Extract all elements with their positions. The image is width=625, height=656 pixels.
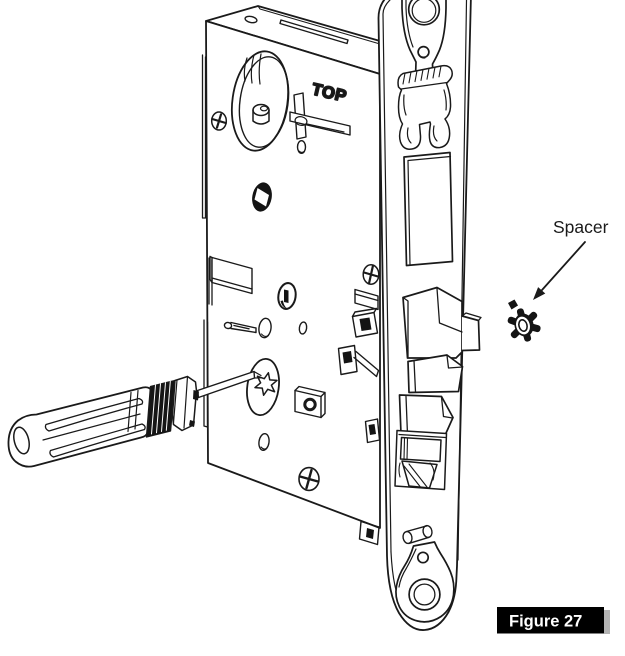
tab-box-1 xyxy=(351,307,379,338)
lever-hub xyxy=(230,50,290,152)
deadbolt-window xyxy=(394,429,448,491)
pivot-pin xyxy=(402,524,433,545)
case-slot-mid xyxy=(209,255,253,295)
mortise-lock-case: TOP xyxy=(201,5,381,529)
tab-bracket-bottom xyxy=(358,520,380,546)
faceplate-parts xyxy=(394,0,482,623)
top-mounting-hole xyxy=(407,0,441,26)
case-top-slot xyxy=(279,19,349,45)
spacer-callout: Spacer xyxy=(533,217,609,300)
figure-badge-shadow xyxy=(604,610,610,634)
auxiliary-latch xyxy=(398,394,454,438)
tab-hook xyxy=(354,288,379,311)
case-mounting-tabs xyxy=(337,288,381,546)
oval-hole-4 xyxy=(258,432,270,452)
figure-badge-box xyxy=(497,607,604,634)
tab-box-2 xyxy=(337,344,380,378)
deadlocking-latch xyxy=(407,354,464,394)
latch-bolt xyxy=(402,286,482,359)
case-front-face xyxy=(205,20,381,529)
oval-hole-2 xyxy=(258,317,272,339)
phillips-screw-right xyxy=(362,264,380,285)
oval-hole-3 xyxy=(298,321,308,335)
torx-star xyxy=(254,372,278,396)
handle-ferrule xyxy=(145,379,176,438)
spacer-arrow-line xyxy=(541,241,586,291)
handle-flutes xyxy=(44,397,146,458)
torx-screw-hub xyxy=(246,357,280,417)
phillips-screw-lower xyxy=(298,466,320,492)
oval-hole-with-bar xyxy=(277,282,297,310)
deadbolt xyxy=(399,436,442,463)
screwdriver xyxy=(7,370,262,468)
top-small-hole xyxy=(417,45,430,59)
adjuster-bracket xyxy=(397,64,453,150)
figure-badge: Figure 27 xyxy=(497,607,610,634)
bottom-small-hole xyxy=(416,551,430,564)
faceplate-window xyxy=(403,151,454,267)
case-top-hole xyxy=(244,15,258,24)
handle-end-cap xyxy=(13,426,30,455)
stop-pin-slot xyxy=(223,321,257,334)
tab-box-3 xyxy=(364,418,381,444)
phillips-screw-upper-left xyxy=(210,111,228,131)
small-hole-1 xyxy=(296,139,307,154)
thumbturn-hub xyxy=(252,182,272,212)
spacer-label: Spacer xyxy=(553,217,609,237)
bottom-mounting-tab xyxy=(395,541,455,623)
retainer-box xyxy=(294,385,326,419)
figure-badge-text: Figure 27 xyxy=(509,613,582,631)
case-left-edge-ribs xyxy=(201,54,213,428)
spacer-arrowhead xyxy=(533,287,546,300)
spacer-part xyxy=(507,299,541,342)
bottom-mounting-hole xyxy=(408,578,441,611)
